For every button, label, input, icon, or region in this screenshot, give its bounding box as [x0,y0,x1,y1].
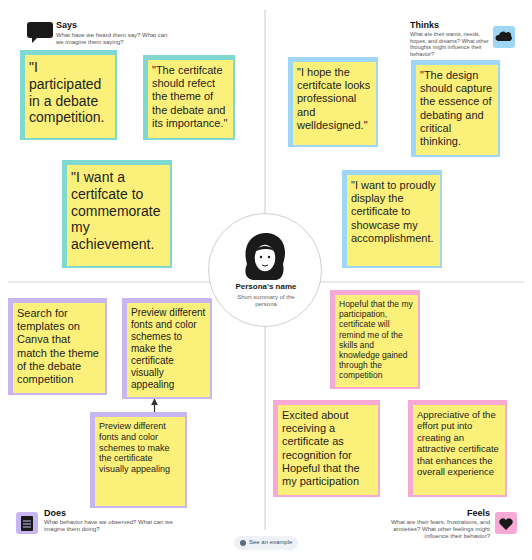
quadrant-prompt: What behavior have we observed? What can… [44,519,184,533]
sticky-note: "I participated in a debate competition. [20,50,117,140]
example-pill [234,536,298,550]
sticky-note: Appreciative of the effort put into crea… [408,400,507,497]
sticky-note: Excited about receiving a certificate as… [273,400,380,497]
note-text: Appreciative of the effort put into crea… [417,409,501,477]
does-icon [16,512,38,534]
note-text: "I hope the certifcate looks professiona… [297,66,372,132]
note-text: Excited about receiving a certificate as… [282,409,374,488]
sticky-note: Search for templates on Canva that match… [8,298,107,395]
eye-icon [240,540,246,546]
note-text: Search for templates on Canva that match… [17,307,101,386]
persona-summary: Short summary of the persona [231,294,301,308]
sticky-note: "The certifcate should refect the theme … [143,55,235,140]
says-icon [27,22,53,43]
sticky-note: Preview different fonts and color scheme… [122,298,212,399]
sticky-note: "I want to proudly display the certifica… [342,170,442,268]
sticky-note: "The design should capture the essence o… [411,60,500,157]
feels-icon [495,512,517,534]
note-text: Preview different fonts and color scheme… [131,307,206,391]
sticky-note: "I hope the certifcate looks professiona… [288,57,378,147]
quadrant-prompt: What have we heard them say? What can we… [56,32,176,46]
example-link: See an example [249,539,297,546]
note-text: "I want a certifcate to commemorate my a… [71,169,166,253]
quadrant-prompt: What are their fears, frustrations, and … [372,519,490,541]
quadrant-heading: Does [44,508,124,519]
connector-arrow [154,399,155,412]
sticky-note: Hopeful that the my participation, certi… [330,290,420,389]
persona-circle: Persona's nameShort summary of the perso… [208,213,322,327]
note-text: "I want to proudly display the certifica… [351,179,436,245]
note-text: Hopeful that the my participation, certi… [339,299,414,381]
note-text: "The certifcate should refect the theme … [152,64,229,130]
sticky-note: Preview different fonts and color scheme… [90,412,187,508]
sticky-note: "I want a certifcate to commemorate my a… [62,160,172,268]
note-text: Preview different fonts and color scheme… [99,421,181,475]
quadrant-heading: Thinks [410,20,490,31]
note-text: "I participated in a debate competition. [29,59,111,126]
quadrant-heading: Says [56,20,136,31]
quadrant-heading: Feels [372,508,490,519]
persona-name: Persona's name [231,282,301,291]
note-text: "The design should capture the essence o… [420,69,494,148]
thinks-icon [493,26,515,48]
quadrant-prompt: What are their wants, needs, hopes, and … [410,31,490,57]
persona-icon [209,214,320,325]
